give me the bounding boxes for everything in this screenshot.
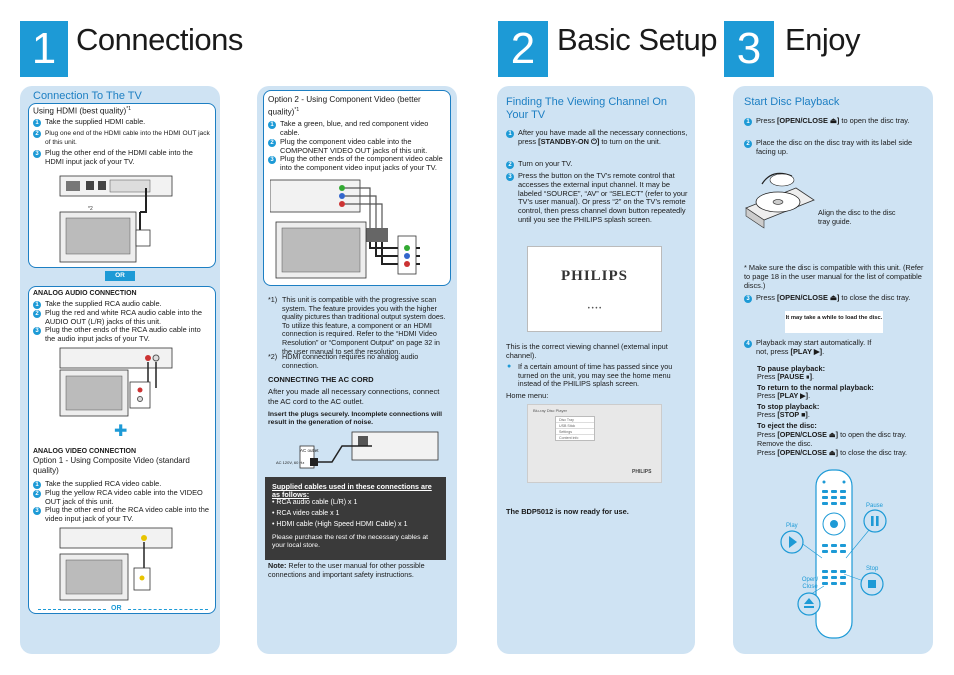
- supplied-title: Supplied cables used in these connection…: [272, 482, 432, 500]
- remote-stop-label: Stop: [866, 566, 879, 572]
- video-connection-illustration: [59, 527, 173, 601]
- section-number-1: 1: [20, 21, 68, 77]
- pause-heading: To pause playback:: [757, 364, 826, 373]
- correct-channel-text: This is the correct viewing channel (ext…: [506, 342, 668, 361]
- pause-text: Press [PAUSE ⏸].: [757, 372, 814, 381]
- align-disc-text: Align the disc to the disc tray guide.: [818, 208, 896, 226]
- ac-cord-text: After you made all necessary connections…: [268, 387, 440, 406]
- component-title: Option 2 - Using Component Video (better…: [268, 95, 421, 117]
- panel-viewing-channel: [497, 86, 695, 654]
- eject-heading: To eject the disc:: [757, 421, 817, 430]
- video-option-title: Option 1 - Using Composite Video (standa…: [33, 456, 190, 475]
- plus-icon: ✚: [114, 423, 128, 440]
- section-title-connections: Connections: [76, 22, 243, 57]
- or-tag-1: OR: [105, 271, 135, 281]
- home-menu-list: Disc Tray USB Stick Settings Content inf…: [555, 416, 595, 441]
- analog-video-title: ANALOG VIDEO CONNECTION: [33, 448, 137, 455]
- home-menu-brand: PHILIPS: [632, 469, 652, 475]
- footnote-2-mark: *2): [268, 352, 278, 361]
- heading-viewing-channel: Finding The Viewing Channel On Your TV: [506, 96, 668, 121]
- ready-text: The BDP5012 is now ready for use.: [506, 507, 629, 516]
- remote-control-illustration: [780, 469, 887, 639]
- section-number-3: 3: [724, 21, 774, 77]
- stop-heading: To stop playback:: [757, 402, 820, 411]
- hdmi-title: Using HDMI (best quality)*1: [33, 106, 132, 116]
- ac-cord-title: CONNECTING THE AC CORD: [268, 375, 374, 384]
- ac-outlet-label: AC outlet: [300, 448, 319, 453]
- home-menu-note: If a certain amount of time has passed s…: [518, 362, 673, 389]
- supplied-item-3: • HDMI cable (High Speed HDMI Cable) x 1: [272, 521, 408, 528]
- audio-connection-illustration: [59, 347, 173, 417]
- or-divider-left: [38, 609, 106, 610]
- return-text: Press [PLAY ▶].: [757, 391, 811, 400]
- eject-text-1: Press [OPEN/CLOSE ⏏] to open the disc tr…: [757, 430, 907, 439]
- supplied-note: Please purchase the rest of the necessar…: [272, 534, 429, 550]
- return-heading: To return to the normal playback:: [757, 383, 874, 392]
- splash-dots: • • • •: [587, 306, 602, 312]
- stop-text: Press [STOP ■].: [757, 410, 810, 419]
- hdmi-connection-illustration: *2: [59, 175, 173, 263]
- philips-splash-screen: [527, 246, 662, 332]
- or-divider-right: [128, 609, 208, 610]
- footnote-1: This unit is compatible with the progres…: [282, 295, 446, 356]
- remote-open-close-label: Open/ Close: [801, 577, 819, 590]
- home-menu-title: Blu-ray Disc Player: [533, 408, 568, 413]
- component-connection-illustration: [270, 179, 420, 279]
- menu-item-usb: USB Stick: [556, 423, 594, 429]
- remote-pause-label: Pause: [866, 503, 884, 509]
- ac-cord-illustration: [299, 431, 439, 469]
- supplied-item-1: • RCA audio cable (L/R) x 1: [272, 499, 358, 506]
- heading-disc-playback: Start Disc Playback: [744, 96, 840, 108]
- section-title-enjoy: Enjoy: [785, 22, 861, 57]
- hdmi-note-label: *2: [88, 206, 93, 212]
- remote-play-label: Play: [786, 523, 798, 529]
- supplied-cables-box: [265, 477, 446, 560]
- insert-warning: Insert the plugs securely. Incomplete co…: [268, 411, 442, 427]
- splash-brand: PHILIPS: [560, 268, 628, 284]
- footnote-2: HDMI connection requires no analog audio…: [282, 352, 419, 370]
- or-tag-2: OR: [111, 605, 122, 612]
- menu-item-disc-tray: Disc Tray: [556, 417, 594, 423]
- heading-connection-to-tv: Connection To The TV: [33, 90, 142, 102]
- home-menu-label: Home menu:: [506, 391, 549, 400]
- ac-volt-label: AC 120V, 60 Hz: [276, 460, 305, 465]
- eject-text-2: Remove the disc.: [757, 439, 813, 448]
- section-title-basic-setup: Basic Setup: [557, 22, 717, 57]
- analog-audio-title: ANALOG AUDIO CONNECTION: [33, 290, 137, 297]
- compatibility-note: * Make sure the disc is compatible with …: [744, 263, 924, 291]
- section-number-2: 2: [498, 21, 548, 77]
- bullet-icon: ●: [507, 363, 512, 370]
- eject-text-3: Press [OPEN/CLOSE ⏏] to close the disc t…: [757, 448, 908, 457]
- disc-tray-illustration: [745, 172, 815, 229]
- menu-item-settings: Settings: [556, 429, 594, 435]
- supplied-item-2: • RCA video cable x 1: [272, 510, 340, 517]
- loading-note: It may take a while to load the disc.: [785, 311, 883, 333]
- footnote-1-mark: *1): [268, 295, 278, 304]
- note: Note: Refer to the user manual for other…: [268, 561, 425, 579]
- menu-item-content: Content info: [559, 435, 579, 440]
